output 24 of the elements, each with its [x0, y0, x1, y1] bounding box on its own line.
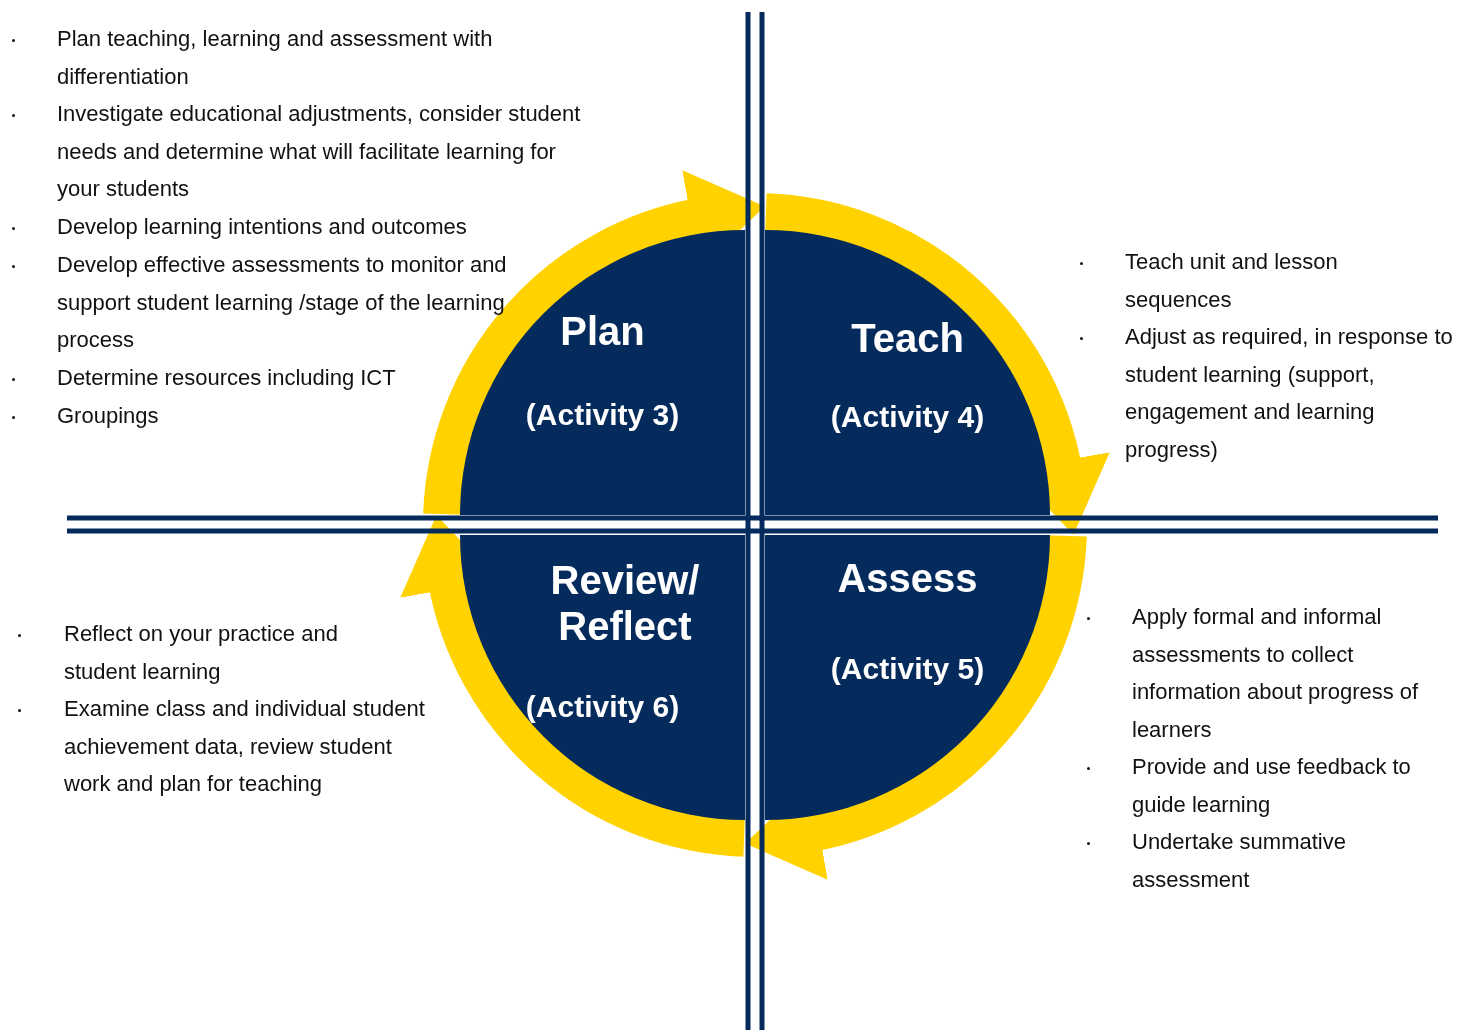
stage-title: Assess: [836, 555, 979, 601]
bullet-text: Determine resources including ICT: [57, 364, 397, 392]
bullet-text: Reflect on your practice and student learning: [64, 620, 339, 686]
bullet-text: Develop effective assessments to monitor and support student learning /stage of the learning process: [57, 251, 508, 354]
curved-arrow: [401, 516, 747, 857]
curved-arrow: [746, 533, 1087, 879]
bullet-text: Provide and use feedback to guide learning: [1132, 753, 1412, 819]
stage-title: Review/ Reflect: [549, 557, 701, 649]
bullet-text: Plan teaching, learning and assessment with differentiation: [57, 25, 494, 91]
activity-label: (Activity 5): [829, 652, 986, 687]
stage-title: Plan: [559, 308, 646, 354]
bullet-text: Apply formal and informal assessments to collect information about progress of learners: [1132, 603, 1420, 744]
activity-label: (Activity 4): [829, 400, 986, 435]
bullet-text: Examine class and individual student achievement data, review student work and plan for teaching: [64, 695, 426, 798]
bullet-text: Develop learning intentions and outcomes: [57, 213, 468, 241]
bullet-text: Adjust as required, in response to student learning (support, engagement and learning progress): [1125, 323, 1454, 464]
bullet-text: Investigate educational adjustments, consider student needs and determine what will facilitate learning for your students: [57, 100, 582, 203]
bullet-text: Teach unit and lesson sequences: [1125, 248, 1339, 314]
curved-arrow: [763, 193, 1109, 534]
bullet-text: Groupings: [57, 402, 160, 430]
bullet-text: Undertake summative assessment: [1132, 828, 1347, 894]
stage-title: Teach: [850, 315, 965, 361]
activity-label: (Activity 6): [524, 690, 681, 725]
activity-label: (Activity 3): [524, 398, 681, 433]
